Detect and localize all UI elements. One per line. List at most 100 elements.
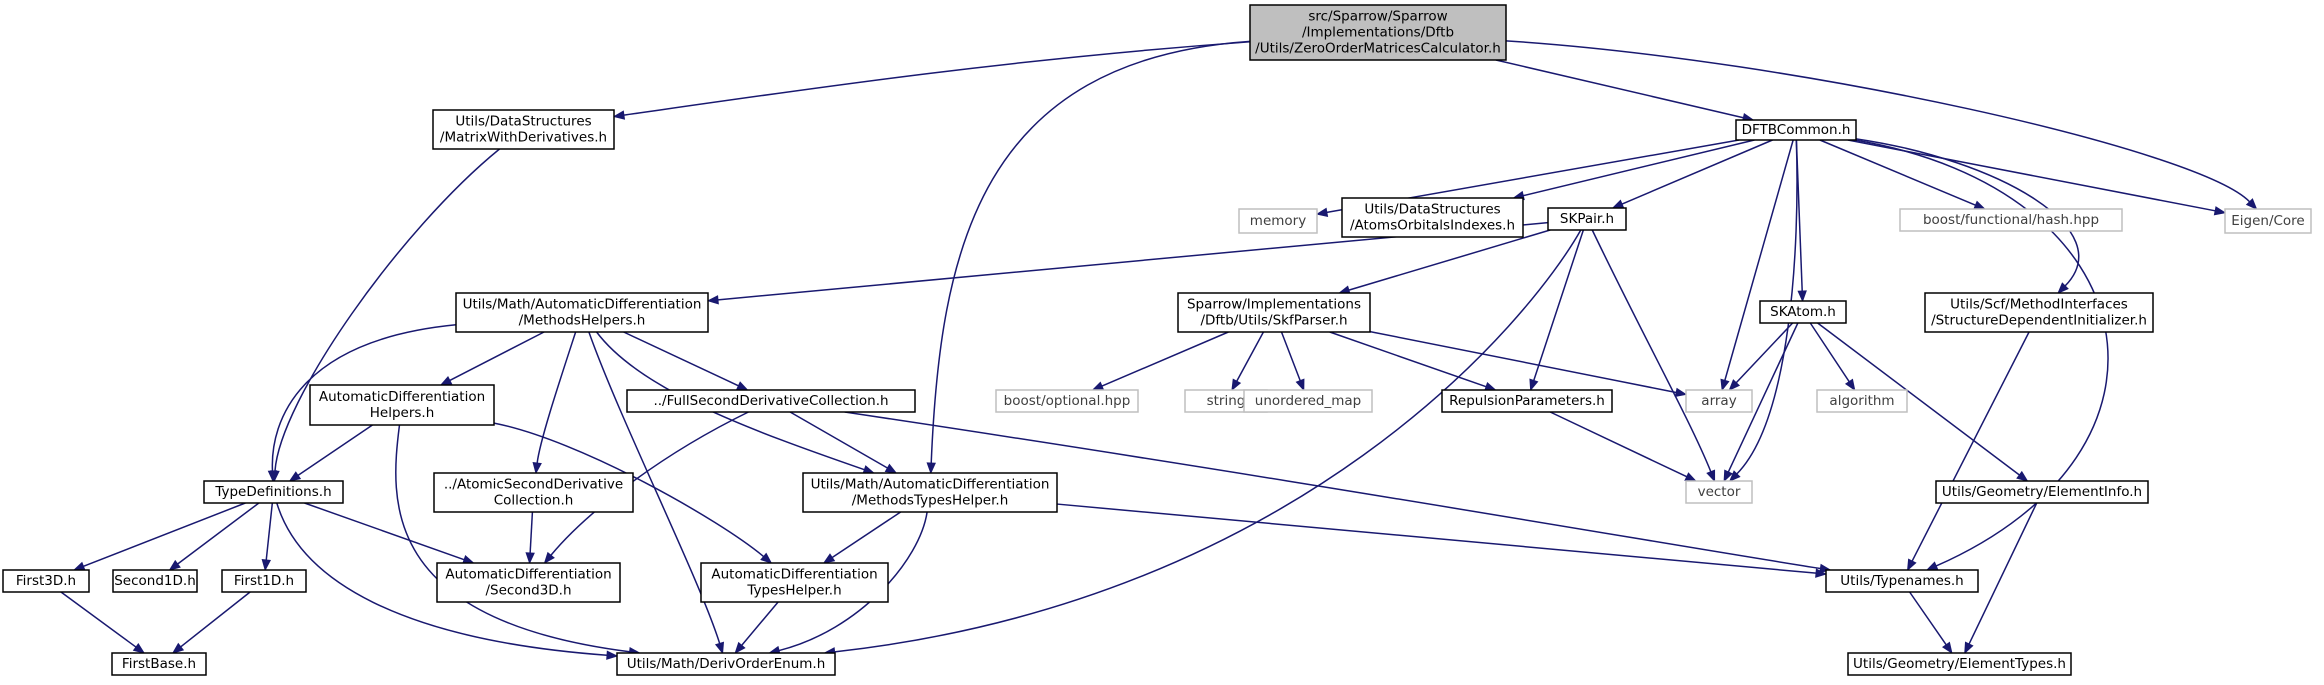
edge-methodshelpers-to-fullsecondderivativecollection bbox=[623, 331, 739, 387]
node-box bbox=[1238, 208, 1318, 234]
node-dftbcommon[interactable]: DFTBCommon.h bbox=[1735, 119, 1857, 141]
node-fullsecondderivativecollection[interactable]: ../FullSecondDerivativeCollection.h bbox=[626, 389, 916, 413]
node-box bbox=[616, 652, 836, 676]
edge-typedefinitions-to-first1d bbox=[265, 502, 274, 561]
node-skatom[interactable]: SKAtom.h bbox=[1759, 300, 1847, 324]
node-label-line: /AtomsOrbitalsIndexes.h bbox=[1350, 218, 1515, 234]
edge-methodshelpers-to-typedefinitions bbox=[271, 324, 457, 472]
node-skpair[interactable]: SKPair.h bbox=[1547, 207, 1627, 231]
edge-skatom-to-algorithm bbox=[1809, 322, 1850, 383]
arrowhead-methodshelpers-to-atomicsecondderivativecollection bbox=[532, 461, 542, 475]
edge-skpair-to-vector bbox=[1591, 229, 1712, 473]
node-label-line: array bbox=[1701, 393, 1736, 409]
node-repulsionparameters[interactable]: RepulsionParameters.h bbox=[1441, 389, 1613, 413]
node-elementinfo[interactable]: Utils/Geometry/ElementInfo.h bbox=[1935, 480, 2149, 504]
edge-skpair-to-skfparser bbox=[1348, 229, 1551, 291]
node-first1d[interactable]: First1D.h bbox=[221, 569, 307, 593]
arrowhead-root-to-matrixwithderivatives bbox=[612, 110, 626, 120]
node-methodstypeshelper[interactable]: Utils/Math/AutomaticDifferentiation/Meth… bbox=[802, 472, 1058, 513]
arrowhead-elementinfo-to-elementtypes bbox=[1964, 641, 1974, 655]
arrowhead-autodiffhelpers-to-typeshelper bbox=[760, 552, 773, 564]
node-atomsorbitalsindexes[interactable]: Utils/DataStructures/AtomsOrbitalsIndexe… bbox=[1341, 197, 1524, 238]
node-box bbox=[995, 389, 1139, 413]
node-typedefinitions[interactable]: TypeDefinitions.h bbox=[203, 480, 344, 504]
node-methodshelpers[interactable]: Utils/Math/AutomaticDifferentiation/Meth… bbox=[455, 292, 709, 333]
node-box bbox=[1243, 389, 1373, 413]
edge-fullsecondderivativecollection-to-methodstypeshelper bbox=[789, 411, 888, 469]
node-structuredependentinitializer[interactable]: Utils/Scf/MethodInterfaces/StructureDepe… bbox=[1924, 292, 2154, 333]
node-label-line: Utils/Math/AutomaticDifferentiation bbox=[811, 477, 1050, 493]
edge-root-to-eigencore bbox=[1505, 40, 2251, 203]
node-label-line: DFTBCommon.h bbox=[1742, 122, 1851, 138]
node-root[interactable]: src/Sparrow/Sparrow/Implementations/Dftb… bbox=[1249, 4, 1507, 61]
node-elementtypes[interactable]: Utils/Geometry/ElementTypes.h bbox=[1847, 652, 2072, 676]
node-matrixwithderivatives[interactable]: Utils/DataStructures/MatrixWithDerivativ… bbox=[432, 109, 615, 150]
edge-methodshelpers-to-atomicsecondderivativecollection bbox=[536, 331, 577, 464]
edge-methodstypeshelper-to-typenames bbox=[1056, 503, 1817, 574]
arrowhead-dftbcommon-to-vector bbox=[1728, 470, 1741, 482]
arrowhead-skfparser-to-unorderedmap bbox=[1295, 378, 1305, 392]
node-memory: memory bbox=[1238, 208, 1318, 234]
edge-structuredependentinitializer-to-typenames bbox=[1911, 331, 2030, 562]
edge-skfparser-to-boostoptional bbox=[1101, 331, 1229, 387]
node-skfparser[interactable]: Sparrow/Implementations/Dftb/Utils/SkfPa… bbox=[1177, 292, 1371, 333]
node-algorithm: algorithm bbox=[1816, 389, 1908, 413]
edge-skatom-to-elementinfo bbox=[1817, 322, 2020, 476]
node-label-line: AutomaticDifferentiation bbox=[319, 389, 485, 405]
edge-root-to-dftbcommon bbox=[1495, 59, 1744, 119]
node-label-line: Utils/Geometry/ElementInfo.h bbox=[1942, 484, 2142, 500]
arrowhead-skatom-to-vector bbox=[1723, 469, 1733, 483]
arrowhead-typedefinitions-to-second1d bbox=[168, 559, 181, 571]
node-label-line: ../AtomicSecondDerivative bbox=[444, 477, 623, 493]
node-label-line: ../FullSecondDerivativeCollection.h bbox=[653, 393, 888, 409]
node-label-line: Utils/Math/DerivOrderEnum.h bbox=[627, 656, 826, 672]
arrowhead-skatom-to-array bbox=[1728, 379, 1741, 391]
node-typenames[interactable]: Utils/Typenames.h bbox=[1825, 569, 1979, 593]
node-box bbox=[700, 562, 889, 603]
node-second3d[interactable]: AutomaticDifferentiation/Second3D.h bbox=[436, 562, 621, 603]
node-box bbox=[626, 389, 916, 413]
node-second1d[interactable]: Second1D.h bbox=[112, 569, 198, 593]
edge-dftbcommon-to-boosthash bbox=[1819, 139, 1976, 206]
node-box bbox=[111, 652, 207, 676]
node-box bbox=[112, 569, 198, 593]
node-box bbox=[203, 480, 344, 504]
edge-root-to-methodstypeshelper bbox=[930, 40, 1251, 464]
node-box bbox=[1547, 207, 1627, 231]
node-label-line: SKAtom.h bbox=[1770, 304, 1836, 320]
arrowhead-skfparser-to-string bbox=[1231, 378, 1242, 392]
node-label-line: /Second3D.h bbox=[485, 583, 571, 599]
edge-typedefinitions-to-first3d bbox=[83, 502, 246, 568]
edge-atomicsecondderivativecollection-to-second3d bbox=[529, 511, 534, 554]
node-firstbase[interactable]: FirstBase.h bbox=[111, 652, 207, 676]
arrowhead-first1d-to-firstbase bbox=[171, 642, 185, 654]
node-box bbox=[2224, 208, 2312, 234]
arrowhead-skpair-to-methodshelpers bbox=[706, 295, 719, 305]
arrowhead-dftbcommon-to-eigencore bbox=[2213, 206, 2227, 216]
edge-typedefinitions-to-derivorderenum bbox=[276, 502, 608, 656]
edge-skpair-to-derivorderenum bbox=[834, 229, 1582, 653]
arrowhead-skfparser-to-boostoptional bbox=[1091, 381, 1105, 391]
arrowhead-typeshelper-to-derivorderenum bbox=[734, 641, 746, 655]
node-label-line: /MatrixWithDerivatives.h bbox=[440, 130, 607, 146]
node-label-line: First1D.h bbox=[234, 573, 294, 589]
arrowhead-methodshelpers-to-typedefinitions bbox=[267, 470, 278, 483]
arrowhead-structuredependentinitializer-to-typenames bbox=[1907, 558, 1917, 572]
node-box bbox=[2, 569, 90, 593]
node-box bbox=[221, 569, 307, 593]
node-derivorderenum[interactable]: Utils/Math/DerivOrderEnum.h bbox=[616, 652, 836, 676]
node-box bbox=[455, 292, 709, 333]
arrowhead-skpair-to-repulsionparameters bbox=[1529, 378, 1539, 392]
nodes-layer: src/Sparrow/Sparrow/Implementations/Dftb… bbox=[2, 4, 2312, 676]
node-label-line: Utils/Math/AutomaticDifferentiation bbox=[463, 297, 702, 313]
node-first3d[interactable]: First3D.h bbox=[2, 569, 90, 593]
node-box bbox=[1847, 652, 2072, 676]
edge-repulsionparameters-to-vector bbox=[1549, 411, 1688, 478]
node-box bbox=[436, 562, 621, 603]
edge-typedefinitions-to-second3d bbox=[304, 502, 465, 561]
node-box bbox=[1899, 208, 2123, 232]
node-label-line: algorithm bbox=[1829, 393, 1894, 409]
